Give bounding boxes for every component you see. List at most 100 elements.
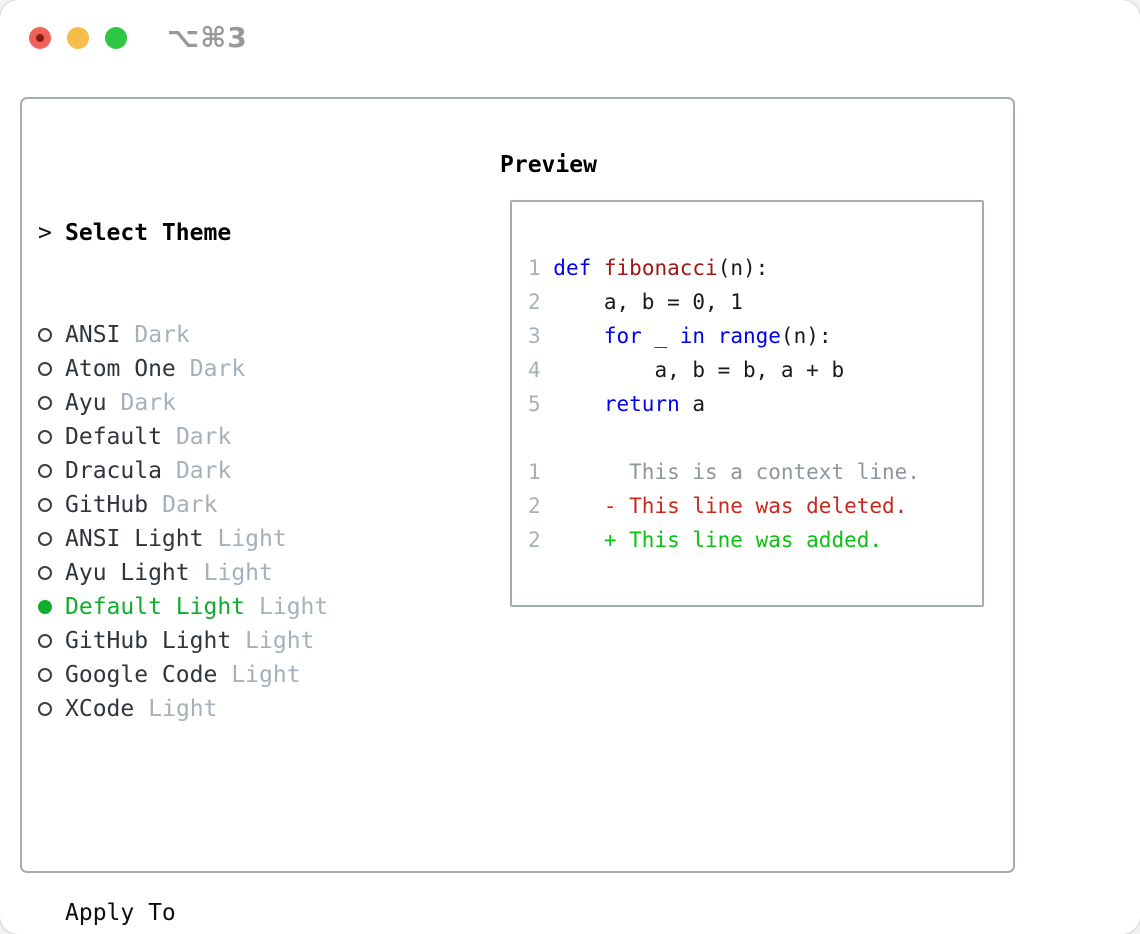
line-number [528,426,541,450]
line-number: 1 [528,460,554,484]
theme-option-atom-one[interactable]: Atom One Dark [38,352,426,386]
radio-icon[interactable] [38,362,65,376]
radio-icon[interactable] [38,702,65,716]
theme-option-default[interactable]: Default Dark [38,420,426,454]
theme-variant-label: Light [148,696,218,722]
spacer [38,794,426,828]
theme-variant-label: Light [245,628,315,654]
radio-icon[interactable] [38,464,65,478]
line-number: 3 [528,324,554,348]
code-text: (n): [780,324,832,348]
apply-to-title: Apply To [65,900,176,926]
radio-circle [38,498,52,512]
radio-circle [38,328,52,342]
theme-option-ayu[interactable]: Ayu Dark [38,386,426,420]
theme-option-default-light[interactable]: Default Light Light [38,590,426,624]
deleted-line-text: - This line was deleted. [553,494,908,518]
line-number: 5 [528,392,554,416]
line-number: 2 [528,494,554,518]
option-label: Default Light [65,594,246,620]
option-label: ANSI Light [65,526,204,552]
code-text: _ [641,324,680,348]
radio-icon[interactable] [38,430,65,444]
context-line-text: This is a context line. [553,460,920,484]
preview-line: 1 This is a context line. [528,455,982,489]
radio-selected-icon[interactable] [38,600,65,614]
radio-circle [38,396,52,410]
apply-to-header: Apply To [38,896,426,930]
radio-icon[interactable] [38,328,65,342]
radio-icon[interactable] [38,566,65,580]
titlebar: ⌥⌘3 [0,0,1140,76]
zoom-button[interactable] [105,27,127,49]
minimize-button[interactable] [67,27,89,49]
radio-circle [38,464,52,478]
radio-icon[interactable] [38,532,65,546]
theme-variant-label: Dark [189,356,246,382]
close-button[interactable] [29,27,51,49]
keyword-token: return [603,392,680,416]
option-label: Default [65,424,162,450]
code-text: (n): [717,256,769,280]
preview-line: 2 - This line was deleted. [528,489,982,523]
radio-icon[interactable] [38,498,65,512]
radio-circle [38,702,52,716]
theme-variant-label: Dark [175,424,232,450]
option-label: XCode [65,696,135,722]
line-number: 2 [528,528,554,552]
keyword-token: for [603,324,642,348]
keyword-token: in [679,324,706,348]
line-number: 4 [528,358,554,382]
option-label: GitHub [65,492,149,518]
theme-variant-label: Dark [120,390,176,416]
theme-option-dracula[interactable]: Dracula Dark [38,454,426,488]
theme-option-github-light[interactable]: GitHub Light Light [38,624,426,658]
radio-circle [38,532,52,546]
radio-icon[interactable] [38,396,65,410]
added-line-text: + This line was added. [553,528,883,552]
prompt-icon: > [38,220,52,246]
theme-variant-label: Light [259,594,329,620]
preview-title: Preview [500,152,597,178]
keyword-token: def [553,256,592,280]
radio-icon[interactable] [38,668,65,682]
code-text [553,324,604,348]
option-label: Atom One [65,356,176,382]
radio-circle [38,430,52,444]
preview-line: 2 a, b = 0, 1 [528,285,982,319]
line-number: 2 [528,290,554,314]
code-text: a [679,392,706,416]
code-text [553,392,604,416]
theme-variant-label: Light [203,560,273,586]
code-text: a, b = b, a + b [553,358,845,382]
keyword-token: range [717,324,781,348]
select-theme-header: > Select Theme [38,216,426,250]
option-label: Google Code [65,662,218,688]
preview-line: 5 return a [528,387,982,421]
code-text: a, b = 0, 1 [553,290,743,314]
window-shortcut-label: ⌥⌘3 [167,21,248,54]
select-theme-title: Select Theme [65,220,232,246]
theme-variant-label: Dark [175,458,232,484]
option-label: ANSI [65,322,121,348]
option-label: Dracula [65,458,162,484]
code-text [591,256,604,280]
option-label: GitHub Light [65,628,232,654]
preview-line: 4 a, b = b, a + b [528,353,982,387]
theme-option-xcode[interactable]: XCode Light [38,692,426,726]
option-label: Ayu [65,390,107,416]
radio-circle [38,362,52,376]
preview-line: 3 for _ in range(n): [528,319,982,353]
radio-circle [38,668,52,682]
radio-icon[interactable] [38,634,65,648]
preview-line [528,421,982,455]
